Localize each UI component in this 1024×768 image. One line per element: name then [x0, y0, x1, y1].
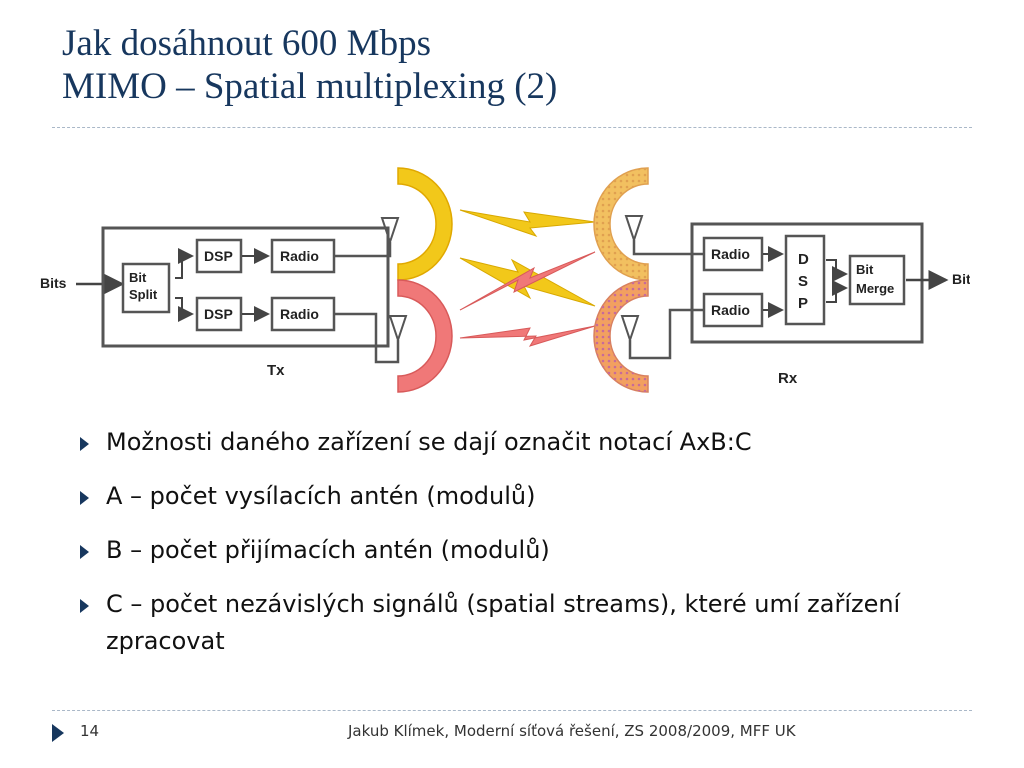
bullet-arrow-icon — [80, 599, 89, 613]
bullet-item: Možnosti daného zařízení se dají označit… — [80, 424, 980, 461]
dsp-box-1 — [195, 238, 243, 274]
bullet-text: A – počet vysílacích antén (modulů) — [106, 482, 536, 510]
rx-dsp-letter-d: D — [798, 251, 809, 268]
mimo-diagram: Bits Bit Split DSP DSP Radio Radio Tx Ra… — [40, 167, 970, 393]
bit-split-label-2: Split — [129, 287, 158, 302]
tx-radio-label-2: Radio — [280, 306, 319, 322]
bits-in-label: Bits — [40, 275, 67, 291]
bit-merge-label-1: Bit — [856, 262, 874, 277]
bullet-text: B – počet přijímacích antén (modulů) — [106, 536, 550, 564]
signal-bolt-4 — [459, 325, 596, 347]
rx-radio-box-1 — [702, 236, 764, 272]
bullet-arrow-icon — [80, 437, 89, 451]
bullet-item: B – počet přijímacích antén (modulů) — [80, 532, 980, 569]
footer-arrow-icon — [52, 724, 64, 742]
dsp-box-2 — [195, 296, 243, 332]
rx-antenna-1 — [624, 215, 644, 244]
dsp-label-1: DSP — [204, 248, 233, 264]
bullet-arrow-icon — [80, 491, 89, 505]
slide-number: 14 — [80, 722, 100, 740]
bit-split-label-1: Bit — [129, 270, 147, 285]
footer-divider — [52, 710, 972, 711]
rx-radio-box-2 — [702, 292, 764, 328]
bit-merge-box — [848, 254, 906, 306]
bullet-item: C – počet nezávislých signálů (spatial s… — [80, 586, 980, 660]
tx-antenna-1 — [380, 217, 400, 246]
slide-title: Jak dosáhnout 600 Mbps MIMO – Spatial mu… — [62, 22, 557, 108]
rx-dsp-letter-s: S — [798, 273, 808, 290]
tx-frame — [101, 226, 390, 348]
signal-bolt-3 — [459, 251, 596, 311]
bullet-item: A – počet vysílacích antén (modulů) — [80, 478, 980, 515]
rx-dsp-letter-p: P — [798, 295, 808, 312]
tx-label: Tx — [267, 362, 285, 379]
tx-antenna-2 — [388, 315, 408, 344]
rx-radio-label-1: Radio — [711, 246, 750, 262]
rx-antenna-2 — [620, 315, 640, 344]
tx-radio-label-1: Radio — [280, 248, 319, 264]
rx-radio-label-2: Radio — [711, 302, 750, 318]
dsp-label-2: DSP — [204, 306, 233, 322]
signal-bolt-1 — [459, 209, 596, 237]
tx-reflector-lower — [397, 279, 453, 393]
title-divider — [52, 127, 972, 128]
bits-out-label: Bits — [952, 271, 970, 287]
bit-split-box — [121, 262, 171, 314]
title-line-1: Jak dosáhnout 600 Mbps — [62, 23, 431, 64]
rx-dsp-box — [784, 234, 826, 326]
bullet-list: Možnosti daného zařízení se dají označit… — [80, 424, 980, 677]
bullet-text: Možnosti daného zařízení se dají označit… — [106, 428, 752, 456]
bit-merge-label-2: Merge — [856, 281, 894, 296]
tx-reflector-upper — [397, 167, 453, 281]
footer-text: Jakub Klímek, Moderní síťová řešení, ZS … — [348, 722, 796, 740]
bullet-text: C – počet nezávislých signálů (spatial s… — [106, 590, 901, 655]
title-line-2: MIMO – Spatial multiplexing (2) — [62, 66, 558, 107]
rx-frame — [690, 222, 924, 344]
bullet-arrow-icon — [80, 545, 89, 559]
rx-label: Rx — [778, 370, 798, 387]
